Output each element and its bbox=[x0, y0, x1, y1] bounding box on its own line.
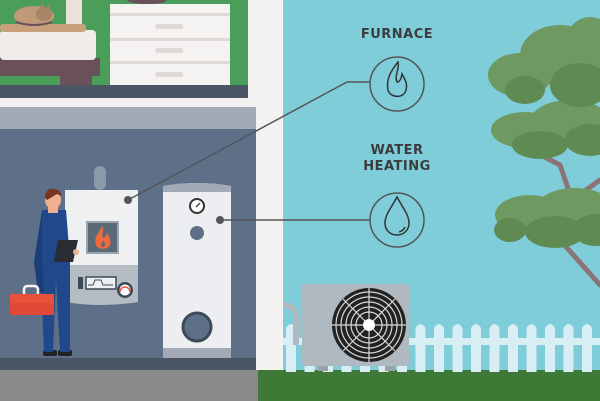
sleeping-cat bbox=[14, 3, 54, 26]
water-heating-label-line2: HEATING bbox=[363, 159, 431, 174]
flame-icon bbox=[386, 60, 408, 98]
fence-picket bbox=[508, 324, 518, 372]
water-heating-label-line1: WATER bbox=[370, 143, 424, 158]
flame-icon bbox=[95, 226, 111, 249]
fence-picket bbox=[582, 324, 592, 372]
water-drop-icon bbox=[384, 195, 410, 236]
clipboard bbox=[54, 240, 78, 262]
fence-picket bbox=[545, 324, 555, 372]
water-heating-icon-circle bbox=[369, 192, 425, 248]
grass bbox=[258, 370, 600, 401]
fence-picket bbox=[415, 324, 426, 372]
fence-picket bbox=[452, 324, 463, 372]
furnace-label: FURNACE bbox=[360, 27, 434, 42]
fence-picket bbox=[489, 324, 500, 372]
dresser bbox=[110, 0, 230, 85]
furnace bbox=[65, 166, 138, 305]
fence-picket bbox=[563, 324, 574, 372]
concrete-slab bbox=[0, 370, 258, 401]
bed-frame bbox=[0, 58, 100, 76]
water-heater bbox=[163, 183, 231, 358]
toolbox bbox=[10, 284, 54, 315]
fence-picket bbox=[434, 324, 444, 372]
connector-lines bbox=[127, 81, 370, 221]
fence-picket bbox=[471, 324, 481, 372]
water-heating-label: WATER HEATING bbox=[347, 143, 447, 175]
furnace-icon-circle bbox=[369, 56, 425, 112]
basement-floor bbox=[0, 358, 256, 370]
technician bbox=[10, 188, 79, 356]
bed-mattress bbox=[0, 30, 96, 60]
outdoor-ac-unit bbox=[282, 284, 409, 371]
furnace-connector bbox=[127, 81, 370, 201]
fan-grille-icon bbox=[332, 288, 406, 362]
bedroom bbox=[0, 0, 248, 98]
exterior-wall bbox=[256, 0, 283, 372]
fence-picket bbox=[526, 324, 537, 372]
tree bbox=[488, 17, 600, 288]
